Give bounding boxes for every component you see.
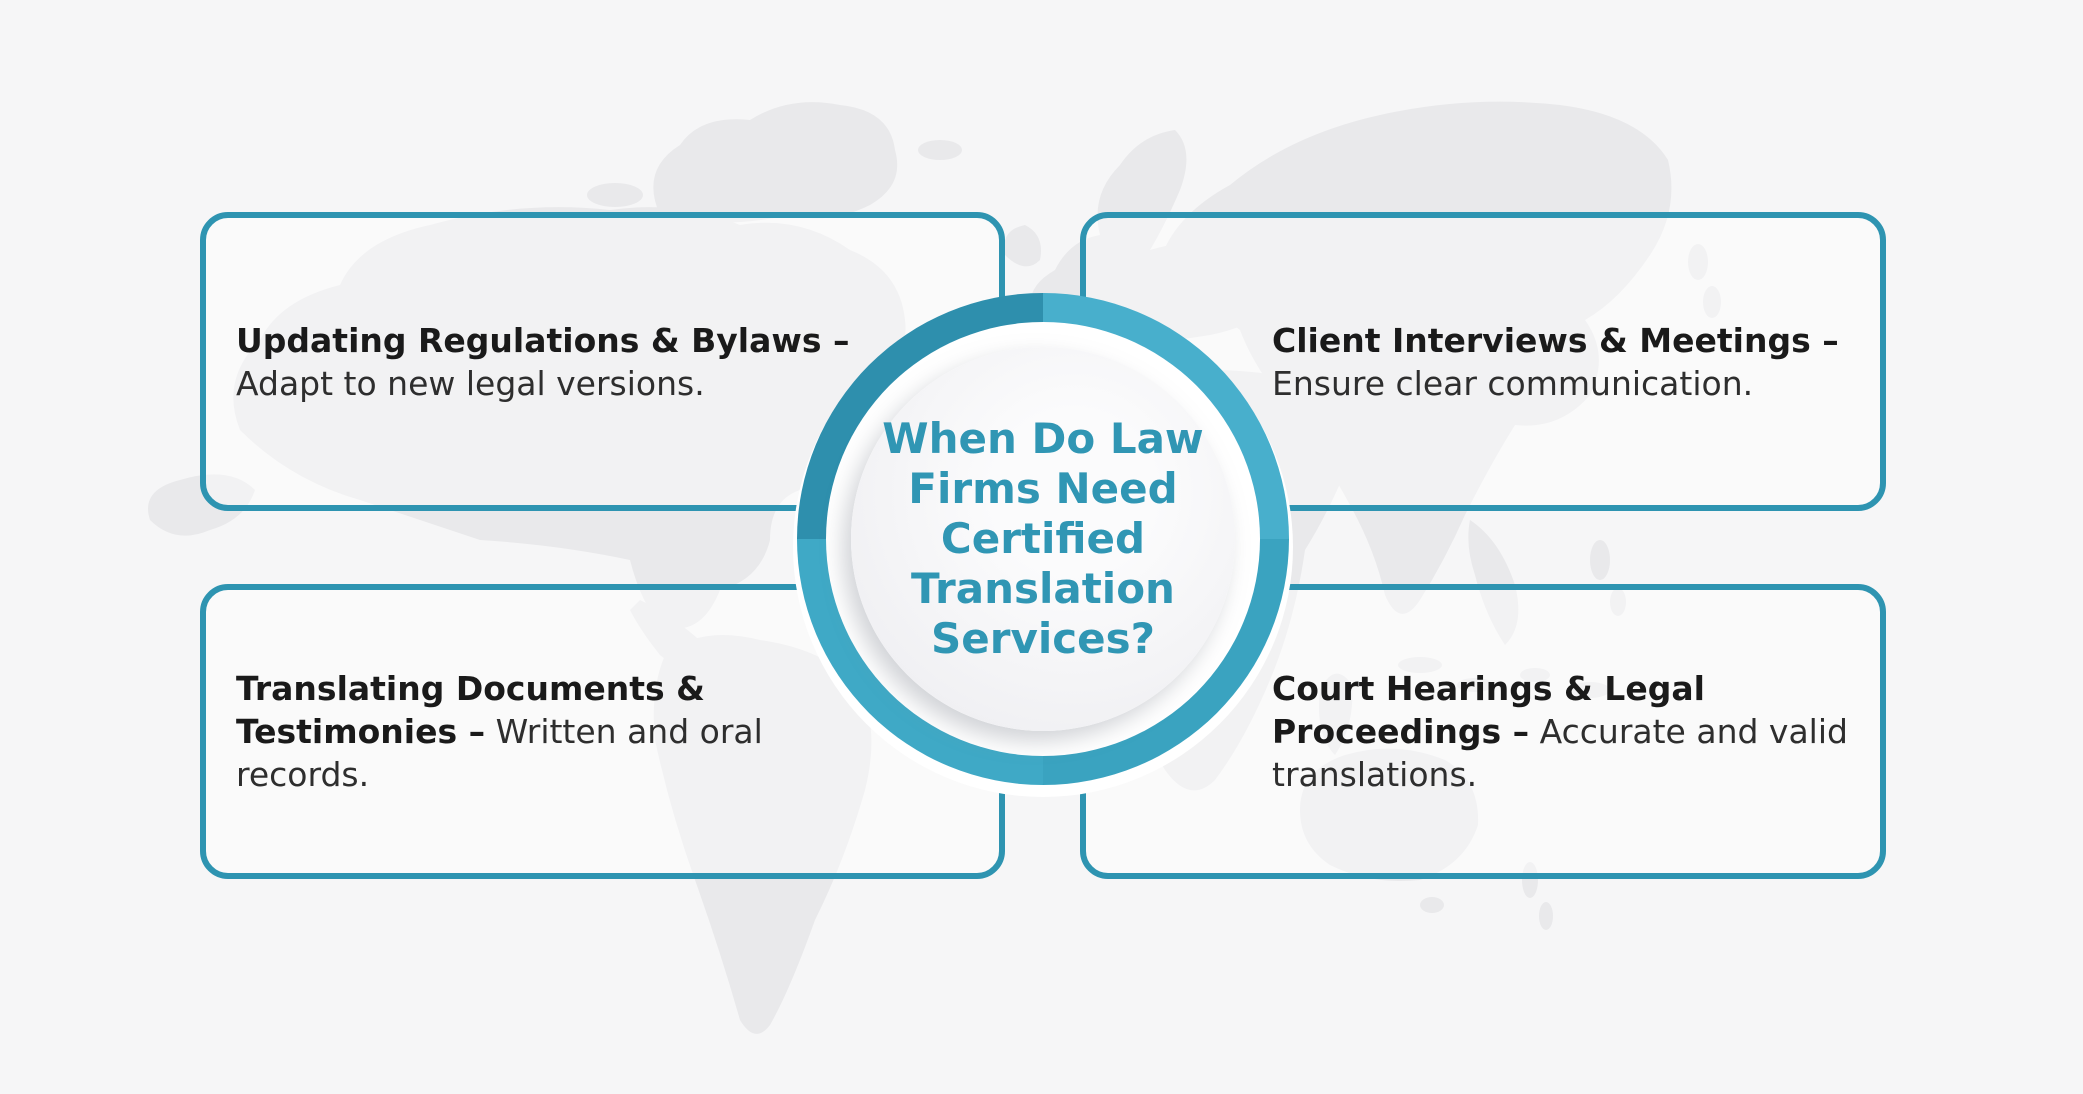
- map-greenland: [653, 102, 898, 223]
- card-text-line: records.: [236, 753, 975, 796]
- card-text-line: Updating Regulations & Bylaws –: [236, 319, 975, 362]
- center-title-line: Translation: [911, 564, 1175, 613]
- card-text-line: Ensure clear communication.: [1272, 362, 1856, 405]
- card-text-regular: records.: [236, 755, 370, 794]
- card-text-bold: Updating Regulations & Bylaws –: [236, 320, 850, 360]
- card-text-regular: translations.: [1272, 755, 1478, 794]
- center-title-line: Firms Need: [908, 464, 1178, 513]
- center-title-line: Certified: [940, 514, 1146, 563]
- card-text-bold: Client Interviews & Meetings –: [1272, 320, 1839, 360]
- center-title-line: When Do Law: [882, 414, 1204, 463]
- card-text-bold: Translating Documents &: [236, 669, 705, 708]
- card-text-line: Court Hearings & Legal: [1272, 667, 1856, 710]
- card-text-line: Testimonies – Written and oral: [236, 710, 975, 753]
- map-australia: [1300, 748, 1479, 881]
- card-text-line: Client Interviews & Meetings –: [1272, 319, 1856, 362]
- card-text-line: Adapt to new legal versions.: [236, 362, 975, 405]
- card-text-bold: Testimonies –: [236, 712, 486, 751]
- map-asia: [1160, 101, 1672, 614]
- card-text-bold: Court Hearings & Legal: [1272, 669, 1705, 708]
- card-text-line: Translating Documents &: [236, 667, 975, 710]
- map-south-america: [653, 635, 872, 1034]
- card-text-line: Proceedings – Accurate and valid: [1272, 710, 1856, 753]
- card-text-regular: Adapt to new legal versions.: [236, 363, 705, 403]
- card-text-regular: Ensure clear communication.: [1272, 363, 1754, 403]
- card-text-bold: Proceedings –: [1272, 712, 1530, 751]
- map-north-america: [233, 207, 906, 629]
- card-text-line: translations.: [1272, 753, 1856, 796]
- card-text-regular: Written and oral: [485, 712, 763, 751]
- center-title-line: Services?: [931, 614, 1155, 663]
- card-text-regular: Accurate and valid: [1529, 712, 1848, 751]
